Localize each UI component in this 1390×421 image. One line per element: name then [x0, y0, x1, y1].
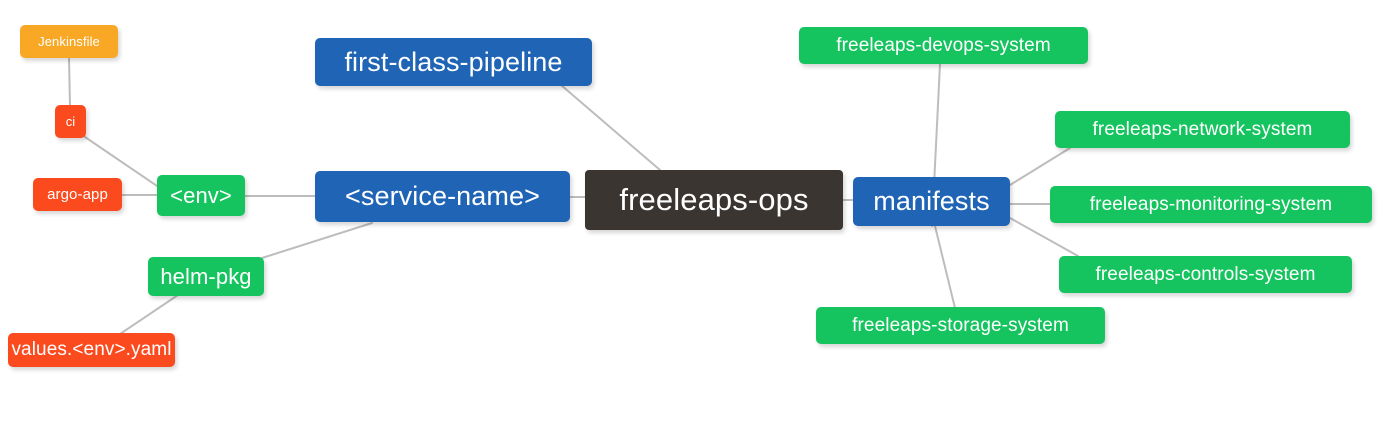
- node-freeleaps-monitoring-system[interactable]: freeleaps-monitoring-system: [1050, 186, 1372, 223]
- node-freeleaps-devops-system[interactable]: freeleaps-devops-system: [799, 27, 1088, 64]
- node-values-yaml[interactable]: values.<env>.yaml: [8, 333, 175, 367]
- edge-manifests-storagesystem: [934, 225, 956, 309]
- edge-manifests-controlssystem: [1009, 217, 1079, 257]
- edge-manifests-networksystem: [1009, 147, 1071, 186]
- node-freeleaps-controls-system[interactable]: freeleaps-controls-system: [1059, 256, 1352, 293]
- node-env[interactable]: <env>: [157, 175, 245, 216]
- edge-valuesyaml-helmpkg: [119, 294, 179, 335]
- node-freeleaps-ops-root[interactable]: freeleaps-ops: [585, 170, 843, 230]
- node-service-name[interactable]: <service-name>: [315, 171, 570, 222]
- node-jenkinsfile[interactable]: Jenkinsfile: [20, 25, 118, 58]
- node-manifests[interactable]: manifests: [853, 177, 1010, 226]
- node-freeleaps-network-system[interactable]: freeleaps-network-system: [1055, 111, 1350, 148]
- node-first-class-pipeline[interactable]: first-class-pipeline: [315, 38, 592, 86]
- edge-jenkinsfile-ci: [68, 57, 71, 107]
- edge-firstclasspipeline-root: [560, 84, 661, 171]
- node-argo-app[interactable]: argo-app: [33, 178, 122, 211]
- edge-helmpkg-servicename: [261, 222, 373, 259]
- node-ci[interactable]: ci: [55, 105, 86, 138]
- node-freeleaps-storage-system[interactable]: freeleaps-storage-system: [816, 307, 1105, 344]
- node-helm-pkg[interactable]: helm-pkg: [148, 257, 264, 296]
